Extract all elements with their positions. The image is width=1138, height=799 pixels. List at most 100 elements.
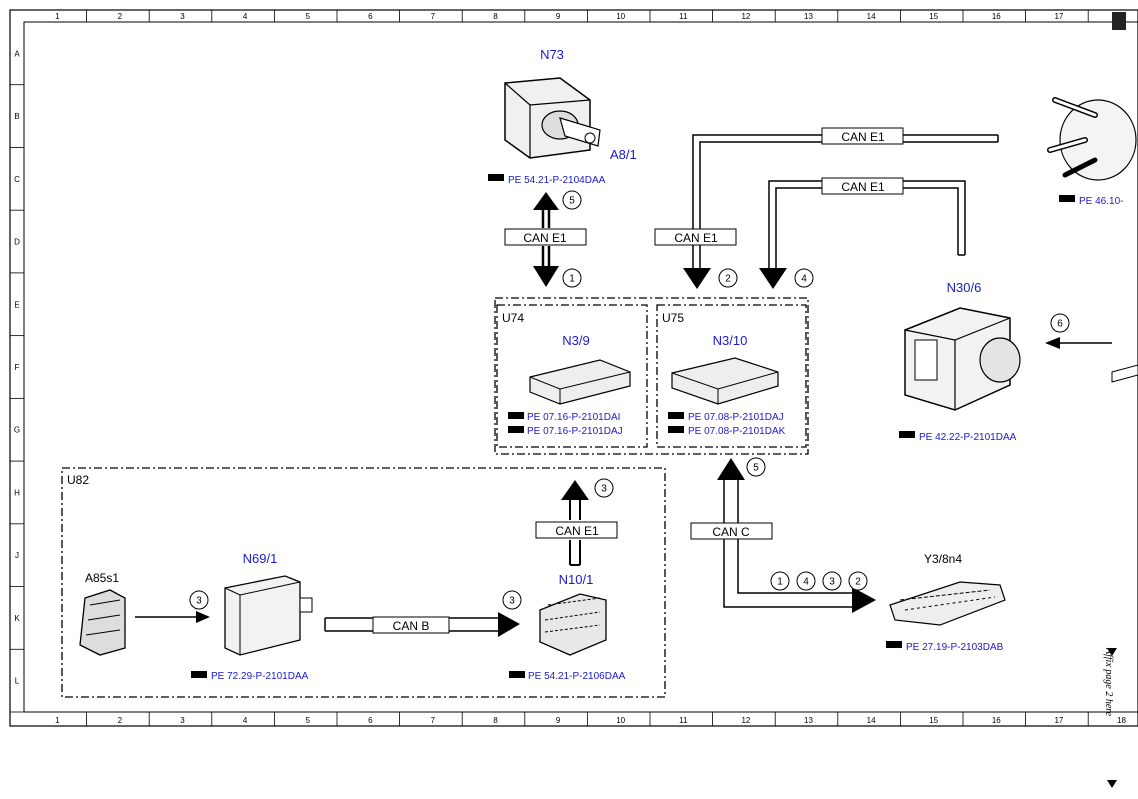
y3-8n4-ref-text: PE 27.19-P-2103DAB [906,642,1004,653]
reference-hand-icon [668,426,684,433]
n69-1-label: N69/1 [243,551,278,566]
n3-9-ref-1-text: PE 07.16-P-2101DAI [527,412,620,423]
grid-column-label: 1 [55,12,60,21]
can-e1-link-n10-1 [561,480,589,566]
can-e1-box-4 [821,177,904,195]
grid-column-label: 4 [243,12,248,21]
u75-label: U75 [662,311,684,325]
grid-column-label: 15 [929,716,938,725]
can-c-link [717,458,876,613]
can-e1-label-1: CAN E1 [523,231,567,245]
n3-9-ref-1[interactable]: PE 07.16-P-2101DAI [508,412,620,423]
sam-control-unit-icon [539,593,607,656]
grid-column-label: 6 [368,12,373,21]
grid-column-label: 6 [368,716,373,725]
n69-1-ref[interactable]: PE 72.29-P-2101DAA [191,671,309,682]
y3-8n4-ref[interactable]: PE 27.19-P-2103DAB [886,641,1004,653]
u74-u75-outer-box [494,297,809,455]
reference-hand-icon [509,671,525,678]
transmission-control-unit-icon [671,357,779,405]
step-number: 6 [1057,319,1063,330]
n69-1-ref-text: PE 72.29-P-2101DAA [211,671,309,682]
grid-column-label: 5 [305,12,310,21]
can-e1-label-3: CAN E1 [841,130,885,144]
grid-column-label: 12 [741,12,750,21]
n30-6-label: N30/6 [947,280,982,295]
grid-column-label: 7 [431,12,436,21]
can-b-box [372,616,450,634]
grid-column-label: 8 [493,716,498,725]
ignition-switch-icon [504,77,601,159]
grid-column-label: 13 [804,716,813,725]
grid-row-label: K [14,614,20,623]
grid-row-label: A [14,49,20,58]
can-e1-link-n73 [533,192,559,287]
can-e1-box-1 [504,228,587,246]
step-circle [848,571,868,591]
step-number: 1 [777,577,783,588]
grid-column-label: 17 [1054,12,1063,21]
step-circle [594,478,614,498]
can-e1-box-2 [654,228,737,246]
n3-10-ref-2[interactable]: PE 07.08-P-2101DAK [668,426,786,437]
grid-row-label: G [14,426,20,435]
n10-1-ref-text: PE 54.21-P-2106DAA [528,671,626,682]
grid-row-label: B [14,112,19,121]
reference-hand-icon [668,412,684,419]
can-e1-box-5 [535,521,618,539]
grid-row-label: J [15,551,19,560]
step-number: 4 [803,577,809,588]
grid-column-label: 5 [305,716,310,725]
grid-column-label: 10 [616,716,625,725]
grid-column-label: 11 [679,716,688,725]
n3-10-ref-1[interactable]: PE 07.08-P-2101DAJ [668,412,784,423]
valve-body-icon [889,581,1006,626]
grid-column-label: 7 [431,716,436,725]
n3-10-label: N3/10 [713,333,748,348]
door-control-unit-icon [224,575,313,656]
frame-inner [23,21,1138,713]
grid-column-label: 12 [741,716,750,725]
grid-column-label: 16 [992,716,1001,725]
can-e1-box-3 [821,127,904,145]
n10-1-ref[interactable]: PE 54.21-P-2106DAA [509,671,626,682]
step-circle [746,457,766,477]
step-circle [794,268,814,288]
grid-column-label: 2 [118,716,123,725]
reference-hand-icon [508,426,524,433]
n30-6-ref[interactable]: PE 42.22-P-2101DAA [899,431,1017,443]
reference-hand-icon [191,671,207,678]
grid-column-label: 3 [180,716,185,725]
n73-label: N73 [540,47,564,62]
grid-column-label: 16 [992,12,1001,21]
steering-column-module-icon [1047,97,1137,181]
a85s1-label: A85s1 [85,571,119,585]
u74-box [496,304,648,448]
affix-arrow-bottom-icon [1107,780,1117,788]
step-circle [562,190,582,210]
n73-ref[interactable]: PE 54.21-P-2104DAA [488,174,606,186]
n3-9-ref-2[interactable]: PE 07.16-P-2101DAJ [508,426,623,437]
step-circle [822,571,842,591]
step-number: 5 [569,196,575,207]
can-e1-label-2: CAN E1 [674,231,718,245]
steering-ref[interactable]: PE 46.10- [1059,195,1123,207]
grid-row-label: D [14,238,20,247]
step-number: 3 [829,577,835,588]
grid-row-label: E [14,300,19,309]
grid-column-label: 9 [556,12,561,21]
can-e1-link-steering [683,134,999,289]
can-b-label: CAN B [393,619,430,633]
n3-10-ref-2-text: PE 07.08-P-2101DAK [688,426,786,437]
n3-9-label: N3/9 [562,333,589,348]
step-circle [562,268,582,288]
step-number: 3 [196,596,202,607]
arrow-a85s1-to-n69 [135,611,210,623]
can-c-label: CAN C [712,525,750,539]
a8-1-label: A8/1 [610,147,637,162]
grid-column-label: 10 [616,12,625,21]
step-circle [796,571,816,591]
grid-column-label: 11 [679,12,688,21]
